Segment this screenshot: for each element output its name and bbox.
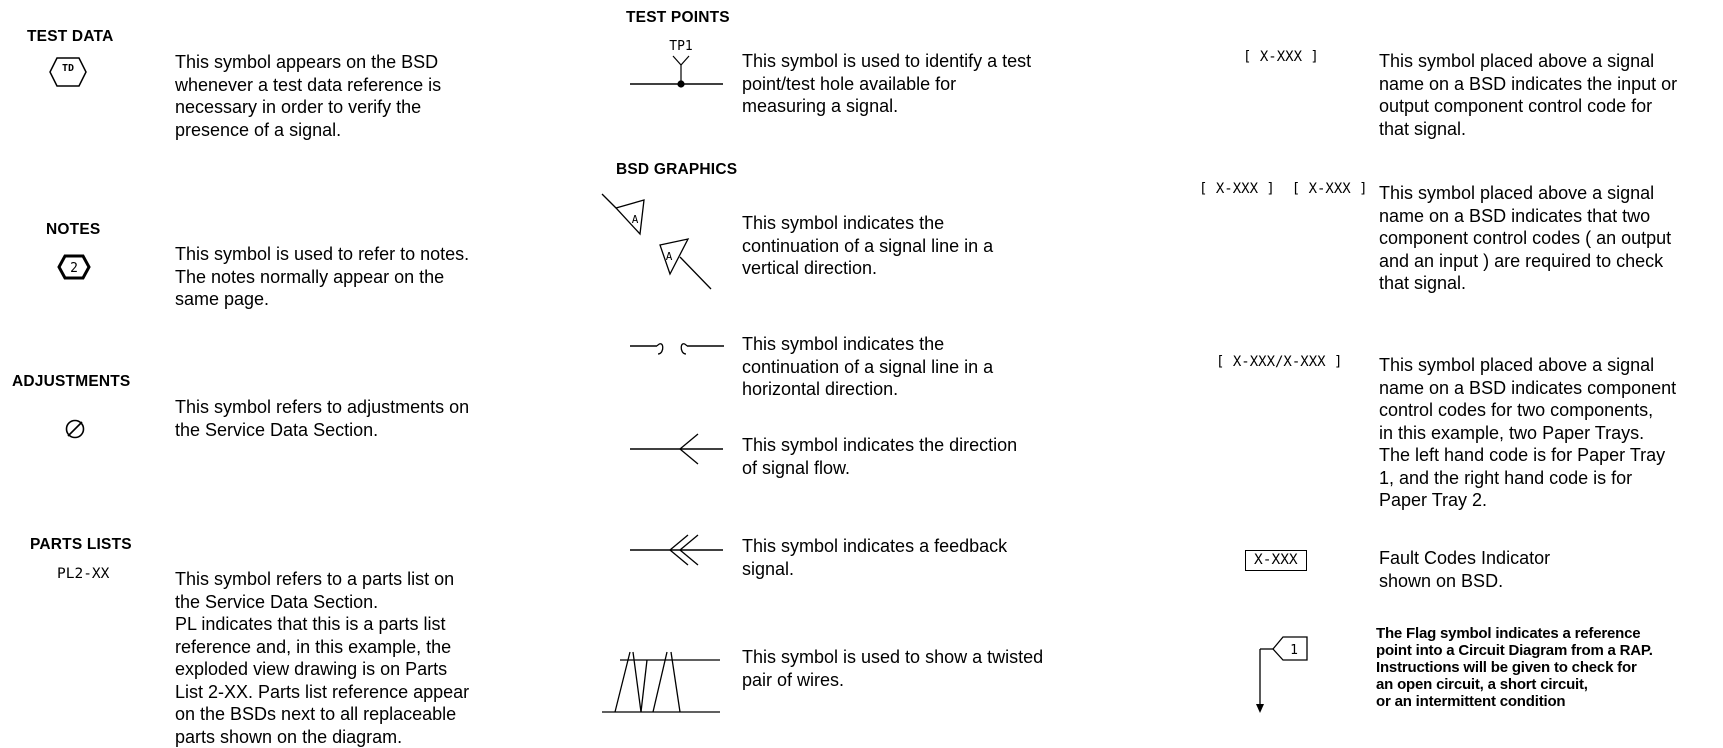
paper-tray-code-symbol: [ X-XXX/X-XXX ] [1216,354,1343,370]
test-point-icon: TP1 [630,39,723,88]
dual-control-code-symbol: [ X-XXX ] [ X-XXX ] [1199,181,1368,197]
control-code-symbol: [ X-XXX ] [1243,49,1319,65]
parts-list-symbol: PL2-XX [57,566,110,582]
dual-control-code-description: This symbol placed above a signal name o… [1379,183,1672,293]
test-data-symbol: TD [62,63,74,74]
notes-symbol: 2 [70,261,78,276]
control-code-description: This symbol placed above a signal name o… [1379,51,1678,139]
test-points-description: This symbol is used to identify a test p… [742,51,1032,116]
test-point-symbol: TP1 [669,39,692,54]
parts-lists-heading: PARTS LISTS [30,536,132,553]
flag-description: The Flag symbol indicates a reference po… [1376,625,1653,710]
adjustments-description: This symbol refers to adjustments on the… [175,397,470,440]
notes-heading: NOTES [46,221,101,238]
adjustments-heading: ADJUSTMENTS [12,373,131,390]
notes-description: This symbol is used to refer to notes. T… [175,244,470,309]
test-data-heading: TEST DATA [27,28,114,45]
fault-code-description: Fault Codes Indicator shown on BSD. [1379,548,1551,591]
twisted-pair-description: This symbol is used to show a twisted pa… [742,647,1044,690]
vertical-continuation-icon: A A [601,193,712,290]
horizontal-continuation-description: This symbol indicates the continuation o… [742,334,994,399]
flag-reference-icon: 1 [1256,636,1308,713]
vertical-continuation-symbol-2: A [666,250,673,263]
flag-symbol: 1 [1290,643,1298,658]
horizontal-continuation-icon [630,343,724,355]
fault-code-indicator-box: X-XXX [1245,550,1307,571]
adjustment-circle-slash-icon [65,419,85,439]
signal-direction-description: This symbol indicates the direction of s… [742,435,1018,478]
bsd-graphics-heading: BSD GRAPHICS [616,161,738,178]
test-points-heading: TEST POINTS [626,9,730,26]
twisted-pair-icon [602,651,720,713]
notes-hexagon-icon: 2 [57,254,91,280]
feedback-signal-icon [630,534,723,566]
feedback-signal-description: This symbol indicates a feedback signal. [742,536,1008,579]
vertical-continuation-description: This symbol indicates the continuation o… [742,213,994,278]
signal-direction-arrow-icon [630,433,723,465]
test-data-hexagon-icon: TD [49,57,87,87]
parts-lists-description: This symbol refers to a parts list on th… [175,569,470,747]
test-data-description: This symbol appears on the BSD whenever … [175,52,442,140]
vertical-continuation-symbol: A [632,213,639,226]
paper-tray-code-description: This symbol placed above a signal name o… [1379,355,1677,510]
